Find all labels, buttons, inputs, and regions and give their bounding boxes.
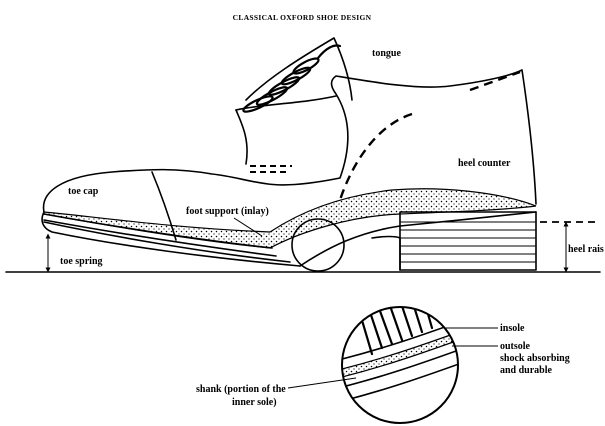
label-toe-spring: toe spring bbox=[60, 256, 103, 267]
diagram-title: CLASSICAL OXFORD SHOE DESIGN bbox=[233, 13, 372, 22]
label-durable: and durable bbox=[500, 365, 553, 376]
foot-support-inlay bbox=[44, 189, 536, 248]
label-insole: insole bbox=[500, 323, 525, 334]
zoom-detail bbox=[330, 300, 470, 423]
label-heel-counter: heel counter bbox=[458, 158, 511, 169]
label-shank-line1: shank (portion of the bbox=[196, 384, 286, 395]
label-foot-support: foot support (inlay) bbox=[186, 206, 269, 217]
laces bbox=[242, 46, 340, 115]
label-outsole: outsole bbox=[500, 341, 531, 352]
sole bbox=[42, 189, 536, 271]
label-heel-raise: heel rais bbox=[568, 244, 604, 255]
label-toe-cap: toe cap bbox=[68, 186, 99, 197]
label-tongue: tongue bbox=[372, 48, 401, 59]
heel-counter-dashed bbox=[340, 114, 412, 200]
label-shock-absorbing: shock absorbing bbox=[500, 353, 570, 364]
label-shank-line2: inner sole) bbox=[232, 397, 277, 408]
